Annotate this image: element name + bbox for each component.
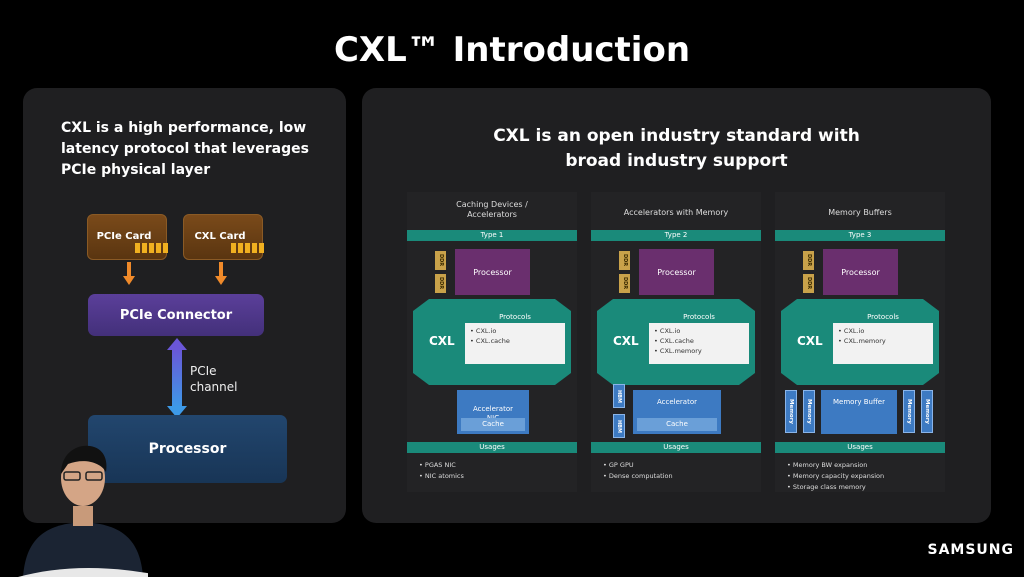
protocols-title: Protocols: [649, 312, 749, 323]
device-label: Accelerator: [657, 398, 697, 406]
card-pins-icon: [231, 243, 264, 253]
protocols-title: Protocols: [465, 312, 565, 323]
presenter-image: [18, 445, 148, 577]
ddr-chip: DDR: [803, 251, 814, 270]
protocols-box: Protocols • CXL.io • CXL.cache • CXL.mem…: [649, 312, 749, 364]
memory-chip: Memory: [803, 390, 815, 433]
processor-box: Processor: [639, 249, 714, 295]
cxl-label: CXL: [429, 334, 455, 348]
usages-bar: Usages: [407, 442, 577, 453]
memory-chip: Memory: [785, 390, 797, 433]
protocol-item: • CXL.cache: [654, 337, 694, 345]
right-heading: CXL is an open industry standard with br…: [493, 126, 860, 171]
cxl-label: CXL: [613, 334, 639, 348]
cxl-device-types-diagram: Caching Devices / Accelerators Type 1 DD…: [407, 192, 946, 492]
column-title: Memory Buffers: [828, 208, 892, 217]
usage-item: • Storage class memory: [787, 483, 866, 491]
protocol-item: • CXL.memory: [838, 337, 886, 345]
ddr-chip: DDR: [619, 251, 630, 270]
protocols-title: Protocols: [833, 312, 933, 323]
type1-column: Caching Devices / Accelerators Type 1 DD…: [407, 192, 577, 492]
protocols-box: Protocols • CXL.io • CXL.cache: [465, 312, 565, 364]
cache-box: Cache: [637, 418, 717, 431]
usage-item: • NIC atomics: [419, 472, 464, 480]
left-heading: CXL is a high performance, low latency p…: [61, 120, 309, 178]
pcie-channel-label: PCIe channel: [190, 364, 238, 394]
usage-item: • GP GPU: [603, 461, 634, 469]
bidirectional-arrow-icon: [167, 338, 187, 418]
processor-box: Processor: [823, 249, 898, 295]
protocol-item: • CXL.memory: [654, 347, 702, 355]
processor-box: Processor: [455, 249, 530, 295]
protocols-box: Protocols • CXL.io • CXL.memory: [833, 312, 933, 364]
type-bar: Type 2: [591, 230, 761, 241]
device-box: Accelerator NIC Cache: [457, 390, 529, 434]
usage-item: • Memory capacity expansion: [787, 472, 885, 480]
samsung-logo: SAMSUNG: [927, 542, 1014, 558]
card-pins-icon: [135, 243, 168, 253]
type-bar: Type 3: [775, 230, 945, 241]
ddr-chip: DDR: [435, 274, 446, 293]
memory-chip: Memory: [921, 390, 933, 433]
hbm-chip: HBM: [613, 384, 625, 408]
memory-chip: Memory: [903, 390, 915, 433]
processor-block: Processor: [88, 415, 287, 483]
type2-column: Accelerators with Memory Type 2 DDR DDR …: [591, 192, 761, 492]
usage-list: • Memory BW expansion • Memory capacity …: [787, 460, 884, 493]
usage-item: • PGAS NIC: [419, 461, 456, 469]
protocol-item: • CXL.io: [470, 327, 497, 335]
ddr-chip: DDR: [619, 274, 630, 293]
cache-box: Cache: [461, 418, 525, 431]
hbm-chip: HBM: [613, 414, 625, 438]
cxl-label: CXL: [797, 334, 823, 348]
device-box: Accelerator Cache: [633, 390, 721, 434]
column-title: Accelerators with Memory: [623, 208, 729, 217]
protocol-item: • CXL.cache: [470, 337, 510, 345]
pcie-card-label: PCIe Card: [96, 231, 152, 242]
ddr-chip: DDR: [803, 274, 814, 293]
cxl-card: CXL Card: [183, 214, 264, 260]
column-title: Caching Devices / Accelerators: [456, 200, 528, 219]
usage-item: • Dense computation: [603, 472, 673, 480]
ddr-chip: DDR: [435, 251, 446, 270]
type-bar: Type 1: [407, 230, 577, 241]
cxl-card-label: CXL Card: [194, 231, 246, 242]
pcie-card: PCIe Card: [87, 214, 168, 260]
pcie-connector: PCIe Connector: [88, 294, 264, 336]
device-label: Memory Buffer: [833, 398, 885, 406]
usages-bar: Usages: [775, 442, 945, 453]
type3-column: Memory Buffers Type 3 DDR DDR Processor …: [775, 192, 945, 492]
usage-list: • GP GPU • Dense computation: [603, 460, 673, 482]
memory-buffer-box: Memory Buffer: [821, 390, 897, 434]
slide-title: CXL™ Introduction: [333, 30, 691, 70]
protocol-item: • CXL.io: [838, 327, 865, 335]
usages-bar: Usages: [591, 442, 761, 453]
usage-list: • PGAS NIC • NIC atomics: [419, 460, 464, 482]
protocol-item: • CXL.io: [654, 327, 681, 335]
usage-item: • Memory BW expansion: [787, 461, 868, 469]
